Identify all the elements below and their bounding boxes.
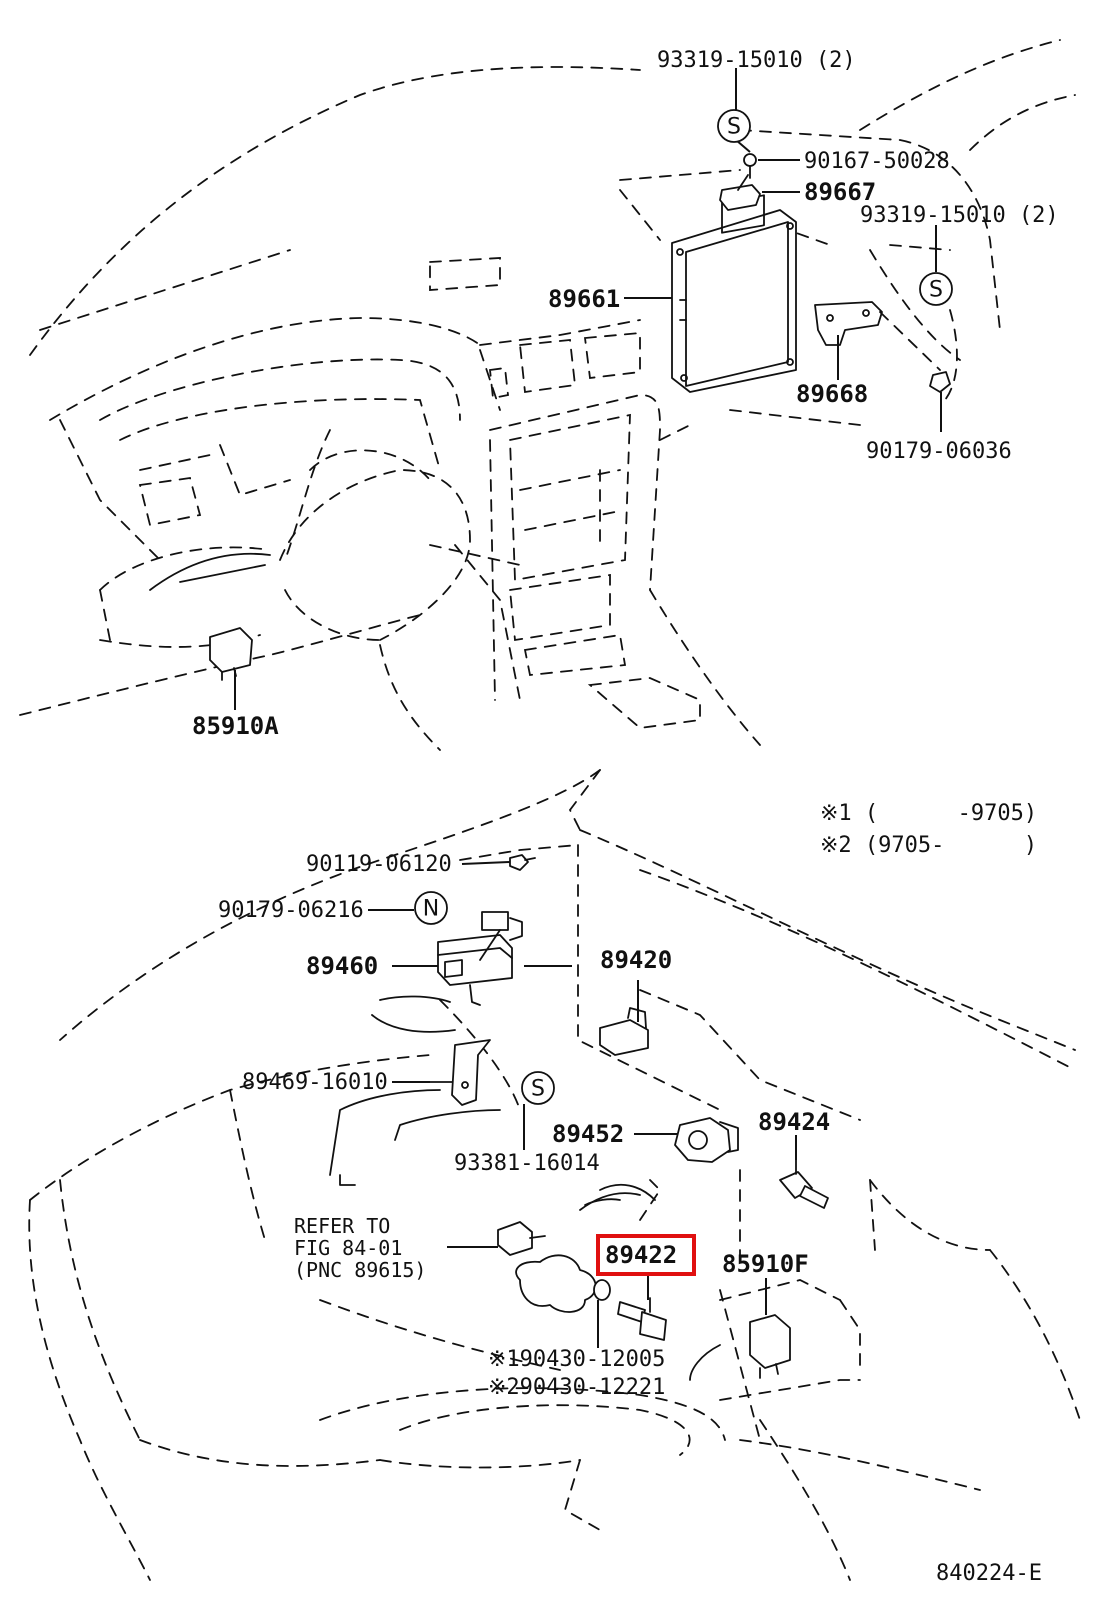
label-89460: 89460 — [306, 952, 378, 980]
leaders-top — [234, 68, 942, 710]
highlight-box-89422 — [596, 1234, 696, 1276]
engine-bay-outline — [28, 769, 1081, 1581]
service-symbol-top: S — [717, 109, 751, 143]
label-85910F: 85910F — [722, 1250, 809, 1278]
label-89667: 89667 — [804, 178, 876, 206]
label-90167-50028: 90167-50028 — [804, 149, 950, 174]
relay-85910F — [689, 1314, 791, 1381]
sensor-89420 — [599, 1007, 649, 1056]
refer-line-1: REFER TO — [294, 1214, 390, 1238]
label-90119-06120: 90119-06120 — [306, 852, 452, 877]
label-89422: 89422 — [605, 1241, 677, 1269]
service-symbol-bottom: S — [521, 1071, 555, 1105]
label-90179-06216: 90179-06216 — [218, 898, 364, 923]
label-93381-16014: 93381-16014 — [454, 1151, 600, 1176]
label-89420: 89420 — [600, 946, 672, 974]
refer-line-2: FIG 84-01 — [294, 1236, 402, 1260]
label-90430-12221: ※290430-12221 — [488, 1375, 665, 1400]
leaders-bottom — [368, 861, 797, 1348]
service-symbol-right: S — [919, 272, 953, 306]
screw-90119 — [509, 854, 536, 871]
dashboard-outline — [19, 39, 1076, 751]
note-1: ※1 ( -9705) — [820, 801, 1037, 826]
sensor-89452 — [674, 1117, 739, 1163]
label-89469-16010: 89469-16010 — [242, 1070, 388, 1095]
label-89668: 89668 — [796, 380, 868, 408]
refer-line-3: (PNC 89615) — [294, 1258, 426, 1282]
svg-text:S: S — [531, 1077, 545, 1102]
svg-text:S: S — [929, 278, 943, 303]
label-89661: 89661 — [548, 285, 620, 313]
figure-id: 840224-E — [936, 1561, 1042, 1586]
engine-parts — [329, 995, 656, 1313]
svg-text:N: N — [423, 897, 439, 922]
sensor-89422 — [617, 1297, 667, 1341]
sensor-89460 — [437, 911, 523, 1006]
label-89424: 89424 — [758, 1108, 830, 1136]
label-89452: 89452 — [552, 1120, 624, 1148]
gasket-90430 — [593, 1279, 611, 1301]
label-85910A: 85910A — [192, 712, 279, 740]
label-90179-06036: 90179-06036 — [866, 439, 1012, 464]
new-symbol: N — [414, 891, 448, 925]
label-90430-12005: ※190430-12005 — [488, 1347, 665, 1372]
label-93319-15010-top: 93319-15010 (2) — [657, 48, 856, 73]
svg-text:S: S — [727, 115, 741, 140]
relay-85910A — [149, 552, 271, 681]
bracket-89667 — [719, 153, 761, 211]
note-2: ※2 (9705- ) — [820, 833, 1037, 858]
bracket-89668 — [814, 301, 951, 393]
label-93319-15010-right: 93319-15010 (2) — [860, 203, 1059, 228]
bracket-89469 — [429, 1039, 491, 1106]
sensor-89424 — [779, 1159, 829, 1209]
ecu-89661 — [671, 194, 797, 393]
pressure-switch-ref — [497, 1221, 546, 1256]
